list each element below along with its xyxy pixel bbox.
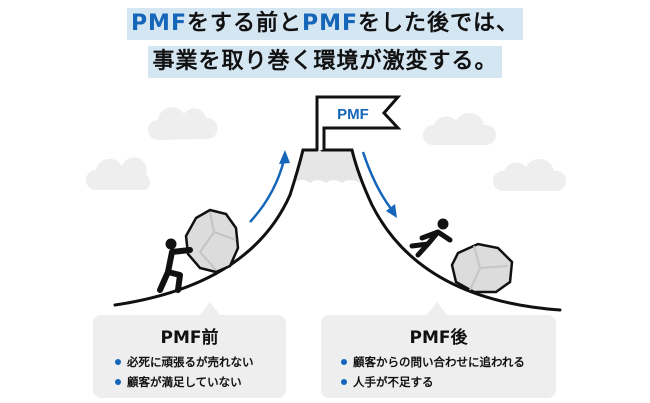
boulder-icon	[184, 208, 240, 274]
pmf-after-list: 顧客からの問い合わせに追われる 人手が不足する	[321, 352, 556, 392]
list-item: 顧客が満足していない	[115, 372, 286, 392]
headline-line-1: PMFをする前とPMFをした後では、	[0, 8, 650, 40]
pmf-after-panel: PMF後 顧客からの問い合わせに追われる 人手が不足する	[321, 315, 556, 398]
pmf-before-panel: PMF前 必死に頑張るが売れない 顧客が満足していない	[93, 315, 286, 398]
headline-line-2-text: 事業を取り巻く環境が激変する。	[148, 46, 502, 78]
callout-pointer	[200, 302, 220, 315]
list-item: 必死に頑張るが売れない	[115, 352, 286, 372]
flag-label: PMF	[337, 106, 369, 123]
bullet-icon	[115, 358, 121, 365]
list-item: 顧客からの問い合わせに追われる	[341, 352, 556, 372]
callout-pointer	[427, 302, 447, 315]
bullet-icon	[341, 358, 347, 365]
headline-text-1: をする前と	[186, 11, 302, 36]
headline-text-2: をした後では、	[358, 11, 520, 36]
person-running-icon	[409, 218, 453, 258]
pmf-before-list: 必死に頑張るが売れない 顧客が満足していない	[93, 352, 286, 392]
headline-pmf-1: PMF	[130, 11, 187, 36]
list-item: 人手が不足する	[341, 372, 556, 392]
cloud-icon	[148, 107, 218, 140]
pmf-before-heading: PMF前	[160, 328, 219, 348]
bullet-icon	[341, 378, 347, 385]
headline-line-2: 事業を取り巻く環境が激変する。	[0, 46, 650, 78]
bullet-icon	[115, 378, 121, 385]
cloud-icon	[492, 158, 567, 191]
cloud-icon	[422, 112, 497, 145]
cloud-icon	[86, 157, 151, 190]
boulder-icon	[450, 242, 514, 294]
mountain-outline	[113, 148, 562, 312]
person-pushing-icon	[157, 238, 193, 293]
arrow-down-icon	[361, 151, 397, 218]
snow-cap	[296, 150, 360, 183]
pmf-after-heading: PMF後	[409, 328, 468, 348]
pmf-flag: PMF	[315, 95, 402, 150]
headline-pmf-2: PMF	[302, 11, 359, 36]
arrow-up-icon	[249, 150, 290, 223]
